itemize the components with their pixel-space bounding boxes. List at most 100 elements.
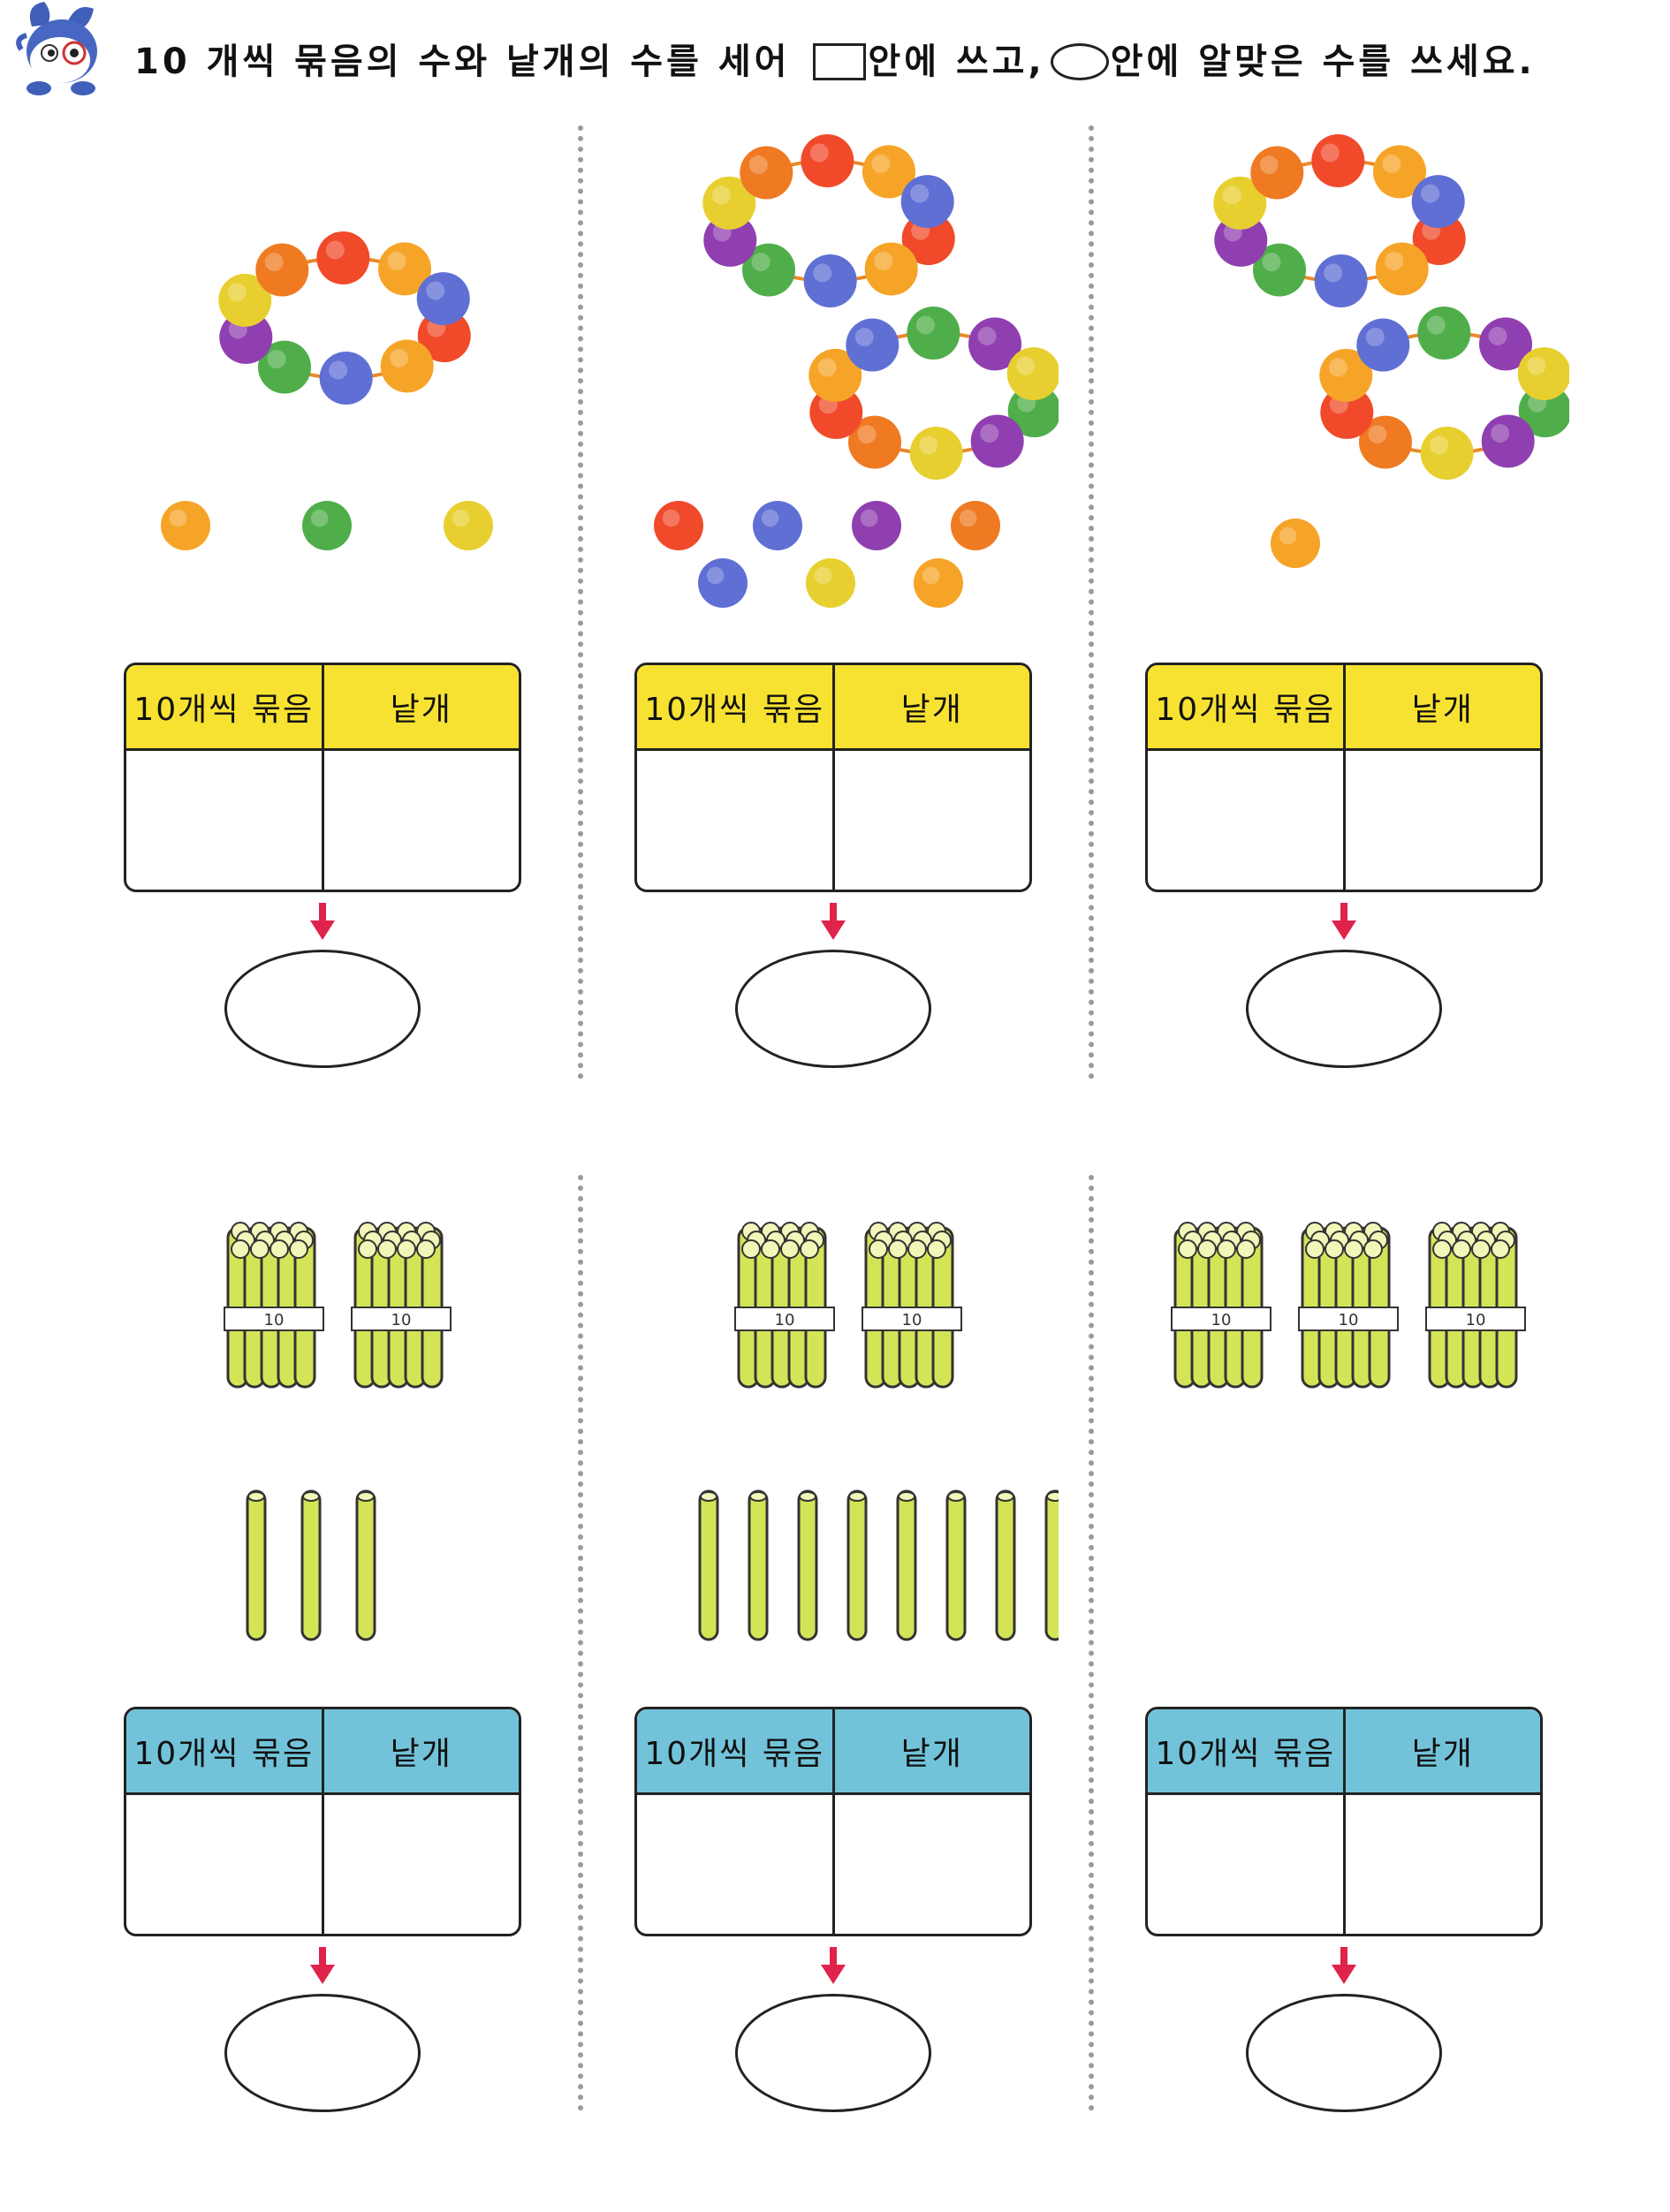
table-body bbox=[126, 1795, 519, 1934]
bead bbox=[1373, 145, 1426, 199]
bead bbox=[1007, 384, 1059, 438]
bead bbox=[806, 558, 855, 608]
bead bbox=[968, 317, 1021, 371]
bead bbox=[970, 414, 1024, 468]
tens-answer-cell[interactable] bbox=[637, 751, 835, 890]
bead bbox=[864, 242, 918, 296]
bead bbox=[847, 415, 901, 469]
column-divider bbox=[1089, 1175, 1094, 2111]
stick-bundle: 10 bbox=[1425, 1222, 1526, 1389]
tens-answer-cell[interactable] bbox=[126, 1795, 324, 1934]
single-stick bbox=[748, 1489, 769, 1641]
bead bbox=[901, 212, 955, 266]
ones-answer-cell[interactable] bbox=[1346, 1795, 1541, 1934]
header-tens: 10개씩 묶음 bbox=[637, 665, 835, 748]
answer-box-icon bbox=[813, 43, 867, 80]
number-answer-oval[interactable] bbox=[224, 1994, 421, 2112]
ones-answer-cell[interactable] bbox=[835, 751, 1030, 890]
stick-illustration: 10 10 bbox=[224, 1222, 452, 1641]
bead bbox=[808, 348, 862, 402]
instruction-part-1: 10 개씩 묶음의 수와 낱개의 수를 세어 bbox=[134, 42, 791, 82]
bead bbox=[1253, 243, 1306, 297]
number-answer-oval[interactable] bbox=[1246, 1994, 1442, 2112]
bead-necklace bbox=[808, 307, 1059, 480]
ones-answer-cell[interactable] bbox=[1346, 751, 1541, 890]
single-stick bbox=[995, 1489, 1016, 1641]
tens-answer-cell[interactable] bbox=[1148, 1795, 1346, 1934]
header-tens: 10개씩 묶음 bbox=[637, 1709, 835, 1792]
bead bbox=[1214, 213, 1268, 267]
single-stick bbox=[945, 1489, 967, 1641]
bead bbox=[1412, 212, 1466, 266]
bead-illustration bbox=[161, 231, 493, 550]
header-ones: 낱개 bbox=[900, 1736, 963, 1772]
down-arrow-icon bbox=[821, 903, 846, 940]
tens-answer-cell[interactable] bbox=[1148, 751, 1346, 890]
single-stick bbox=[1044, 1489, 1059, 1641]
bundle-label: 10 bbox=[775, 1311, 795, 1329]
single-stick bbox=[846, 1489, 868, 1641]
ones-answer-cell[interactable] bbox=[835, 1795, 1030, 1934]
number-answer-oval[interactable] bbox=[1246, 950, 1442, 1068]
bead bbox=[1420, 426, 1474, 480]
bead-illustration bbox=[654, 134, 1059, 608]
bead bbox=[909, 426, 963, 480]
bead-necklace bbox=[1213, 134, 1466, 307]
bead bbox=[741, 243, 795, 297]
instruction-part-2: 안에 쓰고, bbox=[868, 42, 1045, 82]
table-body bbox=[126, 751, 519, 890]
stick-bundle: 10 bbox=[351, 1222, 452, 1389]
bead bbox=[852, 501, 901, 550]
bead bbox=[255, 243, 309, 297]
bead bbox=[316, 231, 370, 285]
bead bbox=[1359, 415, 1412, 469]
bead bbox=[1213, 176, 1267, 230]
bead bbox=[1250, 146, 1304, 200]
number-answer-oval[interactable] bbox=[735, 1994, 931, 2112]
bead bbox=[862, 145, 915, 199]
bead bbox=[740, 146, 793, 200]
ones-answer-cell[interactable] bbox=[324, 1795, 520, 1934]
tens-answer-cell[interactable] bbox=[637, 1795, 835, 1934]
bead bbox=[1417, 307, 1471, 360]
header-ones: 낱개 bbox=[390, 692, 452, 728]
bead bbox=[1319, 348, 1373, 402]
bead bbox=[846, 318, 900, 372]
ones-answer-cell[interactable] bbox=[324, 751, 520, 890]
bead bbox=[698, 558, 748, 608]
number-answer-oval[interactable] bbox=[735, 950, 931, 1068]
column-divider bbox=[578, 1175, 583, 2111]
down-arrow-icon bbox=[1332, 903, 1356, 940]
tens-answer-cell[interactable] bbox=[126, 751, 324, 890]
header-ones: 낱개 bbox=[1411, 1736, 1474, 1772]
table-header: 10개씩 묶음 낱개 bbox=[1148, 665, 1540, 751]
number-answer-oval[interactable] bbox=[224, 950, 421, 1068]
bead bbox=[257, 340, 311, 394]
bundle-label: 10 bbox=[264, 1311, 285, 1329]
bead bbox=[1311, 134, 1365, 188]
bead bbox=[1481, 414, 1535, 468]
bead bbox=[907, 307, 960, 360]
single-stick bbox=[698, 1489, 719, 1641]
bead bbox=[218, 273, 272, 327]
stick-bundle: 10 bbox=[734, 1222, 835, 1389]
bead bbox=[809, 385, 863, 439]
header-tens: 10개씩 묶음 bbox=[1148, 665, 1346, 748]
bead bbox=[1518, 384, 1569, 438]
bead bbox=[900, 175, 954, 229]
bead bbox=[1314, 254, 1368, 307]
problem-3: 10개씩 묶음 낱개 bbox=[1145, 133, 1640, 1068]
single-stick bbox=[896, 1489, 917, 1641]
header-ones: 낱개 bbox=[1411, 692, 1474, 728]
bundle-label: 10 bbox=[1339, 1311, 1359, 1329]
answer-table: 10개씩 묶음 낱개 bbox=[634, 1707, 1032, 1936]
bead bbox=[1375, 242, 1429, 296]
